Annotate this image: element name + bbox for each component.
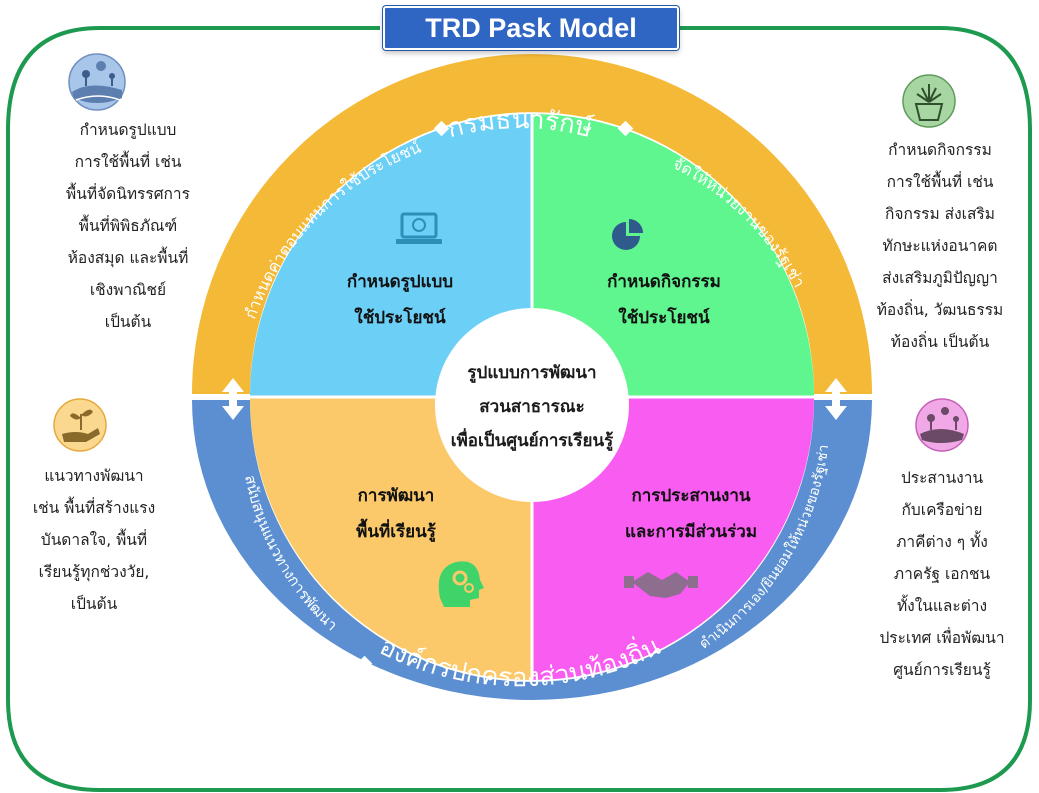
side-note-line: ภาครัฐ เอกชน	[893, 565, 991, 583]
landscape-sun-icon	[68, 53, 126, 111]
side-note-bottom-left: แนวทางพัฒนาเช่น พื้นที่สร้างแรงบันดาลใจ,…	[4, 460, 184, 620]
side-note-bottom-right: ประสานงานกับเครือข่ายภาคีต่าง ๆ ทั้งภาคร…	[852, 462, 1032, 686]
title-badge: TRD Pask Model	[383, 6, 679, 50]
double-arrow-left	[222, 378, 244, 420]
outer-frame	[6, 26, 1032, 792]
side-note-line: ห้องสมุด และพื้นที่	[67, 249, 189, 267]
center-circle	[435, 308, 629, 502]
quadrant-label-top-right: กำหนดกิจกรรมใช้ประโยชน์	[584, 264, 744, 336]
quadrant-label-bottom-left: การพัฒนาพื้นที่เรียนรู้	[326, 478, 466, 550]
quadrant-top-left	[250, 114, 532, 396]
center-text: รูปแบบการพัฒนาสวนสาธารณะเพื่อเป็นศูนย์กา…	[432, 356, 632, 458]
side-note-line: ศูนย์การเรียนรู้	[893, 661, 991, 679]
side-note-line: ประสานงาน	[900, 469, 984, 487]
side-note-line: การใช้พื้นที่ เช่น	[886, 173, 994, 191]
quadrant-label-line: และการมีส่วนร่วม	[624, 522, 758, 542]
center-text-line: รูปแบบการพัฒนา	[467, 363, 597, 383]
quadrant-label-line: ใช้ประโยชน์	[354, 308, 446, 328]
side-note-line: ภาคีต่าง ๆ ทั้ง	[896, 533, 988, 551]
side-note-line: ท้องถิ่น เป็นต้น	[890, 333, 990, 351]
quadrant-label-line: การพัฒนา	[357, 486, 435, 506]
side-note-line: พื้นที่จัดนิทรรศการ	[66, 185, 190, 203]
landscape-trees-icon	[915, 398, 969, 452]
pie-chart-icon	[612, 219, 643, 250]
laptop-icon	[396, 212, 442, 244]
ring-top	[192, 54, 872, 394]
quadrant-label-bottom-right: การประสานงานและการมีส่วนร่วม	[596, 478, 786, 550]
side-note-line: เรียนรู้ทุกช่วงวัย,	[38, 563, 150, 581]
quadrant-label-line: พื้นที่เรียนรู้	[356, 522, 436, 542]
quadrant-label-line: การประสานงาน	[631, 486, 751, 506]
side-note-top-right: กำหนดกิจกรรมการใช้พื้นที่ เช่นกิจกรรม ส่…	[848, 134, 1032, 358]
side-note-line: แนวทางพัฒนา	[44, 467, 144, 485]
side-note-line: เป็นต้น	[104, 313, 152, 331]
quadrant-label-line: กำหนดกิจกรรม	[607, 272, 721, 292]
side-note-line: ทั้งในและต่าง	[896, 597, 988, 615]
quadrant-label-line: กำหนดรูปแบบ	[346, 272, 454, 292]
side-note-line: พื้นที่พิพิธภัณฑ์	[78, 217, 178, 235]
side-note-line: การใช้พื้นที่ เช่น	[74, 153, 182, 171]
side-note-line: ท้องถิ่น, วัฒนธรรม	[876, 301, 1004, 319]
side-note-line: เช่น พื้นที่สร้างแรง	[32, 499, 156, 517]
ring-bottom	[192, 400, 872, 700]
side-note-line: เชิงพาณิชย์	[89, 281, 167, 299]
side-note-line: กับเครือข่าย	[901, 501, 983, 519]
quadrant-top-right	[532, 114, 814, 396]
quadrant-label-line: ใช้ประโยชน์	[618, 308, 710, 328]
side-note-line: เป็นต้น	[70, 595, 118, 613]
side-note-line: กำหนดกิจกรรม	[888, 141, 992, 159]
double-arrow-right	[825, 378, 847, 420]
side-note-line: บันดาลใจ, พื้นที่	[40, 531, 148, 549]
head-gears-icon	[438, 561, 484, 607]
potted-plant-icon	[902, 74, 956, 128]
side-note-top-left: กำหนดรูปแบบการใช้พื้นที่ เช่นพื้นที่จัดน…	[28, 114, 228, 338]
side-note-line: ทักษะแห่งอนาคต	[882, 237, 998, 255]
side-note-line: กิจกรรม ส่งเสริม	[885, 205, 995, 223]
center-text-line: เพื่อเป็นศูนย์การเรียนรู้	[450, 431, 614, 451]
center-text-line: สวนสาธารณะ	[479, 397, 585, 417]
side-note-line: ประเทศ เพื่อพัฒนา	[879, 629, 1005, 647]
handshake-icon	[624, 572, 698, 598]
diamond-bottom-right	[683, 665, 700, 682]
side-note-line: ส่งเสริมภูมิปัญญา	[882, 269, 998, 287]
side-note-line: กำหนดรูปแบบ	[79, 121, 177, 139]
hand-plant-icon	[53, 398, 107, 452]
quadrant-label-top-left: กำหนดรูปแบบใช้ประโยชน์	[330, 264, 470, 336]
